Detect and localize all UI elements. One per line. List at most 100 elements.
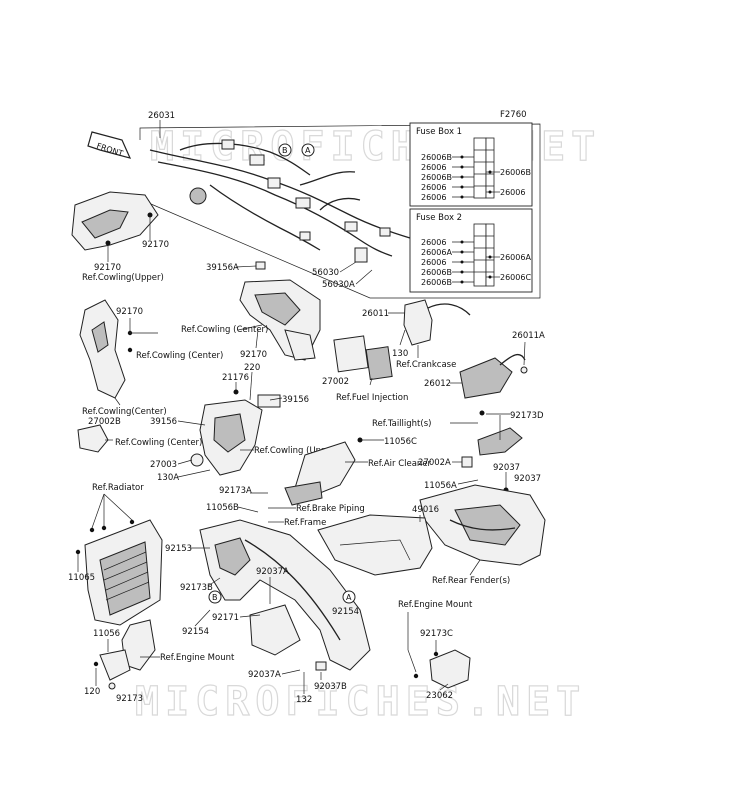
callout-a-circle bbox=[301, 143, 315, 157]
callout-a-circle-2 bbox=[342, 590, 356, 604]
harness-outline bbox=[129, 123, 541, 299]
part-92037-b: 92037 bbox=[514, 474, 541, 484]
part-92173c: 92173C bbox=[420, 629, 453, 639]
watermark-bottom: MICROFICHES.NET bbox=[135, 679, 586, 725]
ref-cowling-center-2: Ref.Cowling (Center) bbox=[136, 351, 223, 361]
part-56030: 56030 bbox=[312, 268, 339, 278]
part-92171: 92171 bbox=[212, 613, 239, 623]
part-92037a: 92037A bbox=[256, 567, 289, 577]
fb2-left-3: 26006 bbox=[421, 258, 446, 267]
part-26031: 26031 bbox=[148, 111, 175, 121]
part-26011: 26011 bbox=[362, 309, 389, 319]
relay-box-26012 bbox=[459, 353, 528, 399]
ref-air-cleaner: Ref.Air Cleaner bbox=[368, 459, 432, 469]
part-130-a: 130 bbox=[392, 349, 408, 359]
fb1-right-1: 26006B bbox=[500, 168, 531, 177]
callout-b-circle-2 bbox=[208, 590, 222, 604]
part-27003: 27003 bbox=[150, 460, 177, 470]
cowling-center-duct bbox=[239, 279, 321, 361]
fb2-right-1: 26006A bbox=[500, 253, 531, 262]
part-26011a: 26011A bbox=[512, 331, 545, 341]
part-39156a: 39156A bbox=[206, 263, 239, 273]
part-27002b-shape bbox=[77, 424, 109, 453]
part-92154-b: 92154 bbox=[332, 607, 359, 617]
fb2-left-4: 26006B bbox=[421, 268, 452, 277]
part-11056: 11056 bbox=[93, 629, 120, 639]
ref-frame: Ref.Frame bbox=[284, 518, 326, 528]
ref-cowling-upper-2: Ref.Cowling (Upper) bbox=[254, 446, 339, 456]
part-92037-a: 92037 bbox=[493, 463, 520, 473]
fb1-left-5: 26006 bbox=[421, 193, 446, 202]
part-92170-a: 92170 bbox=[142, 240, 169, 250]
part-92173b: 92173B bbox=[180, 583, 213, 593]
fuse-box-2: Fuse Box 2 26006 26006A 26006 26006B 260… bbox=[409, 208, 533, 293]
radiator bbox=[75, 519, 163, 626]
part-11065: 11065 bbox=[68, 573, 95, 583]
fb2-right-2: 26006C bbox=[500, 273, 531, 282]
fb2-left-1: 26006 bbox=[421, 238, 446, 247]
air-cleaner-bracket bbox=[284, 437, 363, 506]
front-arrow-icon: FRONT bbox=[87, 131, 132, 159]
sensor-26011 bbox=[403, 299, 471, 346]
watermark-top: MICROFICHES.NET bbox=[150, 124, 601, 170]
callout-a: A bbox=[305, 146, 311, 155]
ref-engine-mount-1: Ref.Engine Mount bbox=[160, 653, 235, 663]
part-39156: 39156 bbox=[282, 395, 309, 405]
part-92170-d: 92170 bbox=[240, 350, 267, 360]
part-130a: 130A bbox=[157, 473, 179, 483]
rear-fender bbox=[419, 484, 546, 566]
part-11056a: 11056A bbox=[424, 481, 457, 491]
part-92173: 92173 bbox=[116, 694, 143, 704]
ref-cowling-center-1: Ref.Cowling (Center) bbox=[181, 325, 268, 335]
part-92173d: 92173D bbox=[510, 411, 544, 421]
part-92173a: 92173A bbox=[219, 486, 252, 496]
part-220: 220 bbox=[244, 363, 260, 373]
part-120: 120 bbox=[84, 687, 100, 697]
engine-mount-bracket-right bbox=[413, 649, 471, 689]
cowling-center-bracket-left bbox=[79, 299, 133, 399]
fb1-right-2: 26006 bbox=[500, 188, 525, 197]
engine-mount-bracket-left bbox=[93, 619, 156, 690]
ref-fuel-injection: Ref.Fuel Injection bbox=[336, 393, 408, 403]
callout-a-2: A bbox=[346, 593, 352, 602]
part-92153: 92153 bbox=[165, 544, 192, 554]
ref-cowling-upper: Ref.Cowling(Upper) bbox=[82, 273, 164, 283]
fb1-left-4: 26006 bbox=[421, 183, 446, 192]
part-27002b: 27002B bbox=[88, 417, 121, 427]
part-49016: 49016 bbox=[412, 505, 439, 515]
part-92170-b: 92170 bbox=[94, 263, 121, 273]
callout-b-2: B bbox=[212, 593, 218, 602]
wiring-harness bbox=[149, 139, 411, 263]
plate-49016 bbox=[317, 514, 433, 576]
part-21176: 21176 bbox=[222, 373, 249, 383]
part-11056c: 11056C bbox=[384, 437, 417, 447]
part-92154-a: 92154 bbox=[182, 627, 209, 637]
part-27002: 27002 bbox=[322, 377, 349, 387]
callout-b-circle bbox=[278, 143, 292, 157]
fb1-left-3: 26006B bbox=[421, 173, 452, 182]
fb1-left-1: 26006B bbox=[421, 153, 452, 162]
part-92037a-2: 92037A bbox=[248, 670, 281, 680]
part-39156-b: 39156 bbox=[150, 417, 177, 427]
ref-taillight: Ref.Taillight(s) bbox=[372, 419, 431, 429]
callout-b: B bbox=[282, 146, 288, 155]
part-23062: 23062 bbox=[426, 691, 453, 701]
ref-brake-piping: Ref.Brake Piping bbox=[296, 504, 365, 514]
part-27002a: 27002A bbox=[418, 458, 451, 468]
ref-crankcase: Ref.Crankcase bbox=[396, 360, 456, 370]
ref-cowling-center-3: Ref.Cowling(Center) bbox=[82, 407, 167, 417]
fuse-box-1-title: Fuse Box 1 bbox=[416, 127, 462, 137]
taillight-assembly bbox=[477, 410, 523, 456]
part-92037b-shape bbox=[315, 661, 327, 671]
figure-code: F2760 bbox=[500, 110, 527, 120]
fuse-box-2-title: Fuse Box 2 bbox=[416, 213, 462, 223]
bracket-assembly bbox=[190, 389, 281, 476]
part-56030a: 56030A bbox=[322, 280, 355, 290]
part-11056b: 11056B bbox=[206, 503, 239, 513]
ref-rear-fender: Ref.Rear Fender(s) bbox=[432, 576, 510, 586]
fb1-left-2: 26006 bbox=[421, 163, 446, 172]
fb2-left-2: 26006A bbox=[421, 248, 452, 257]
connector-39156a bbox=[255, 261, 266, 270]
